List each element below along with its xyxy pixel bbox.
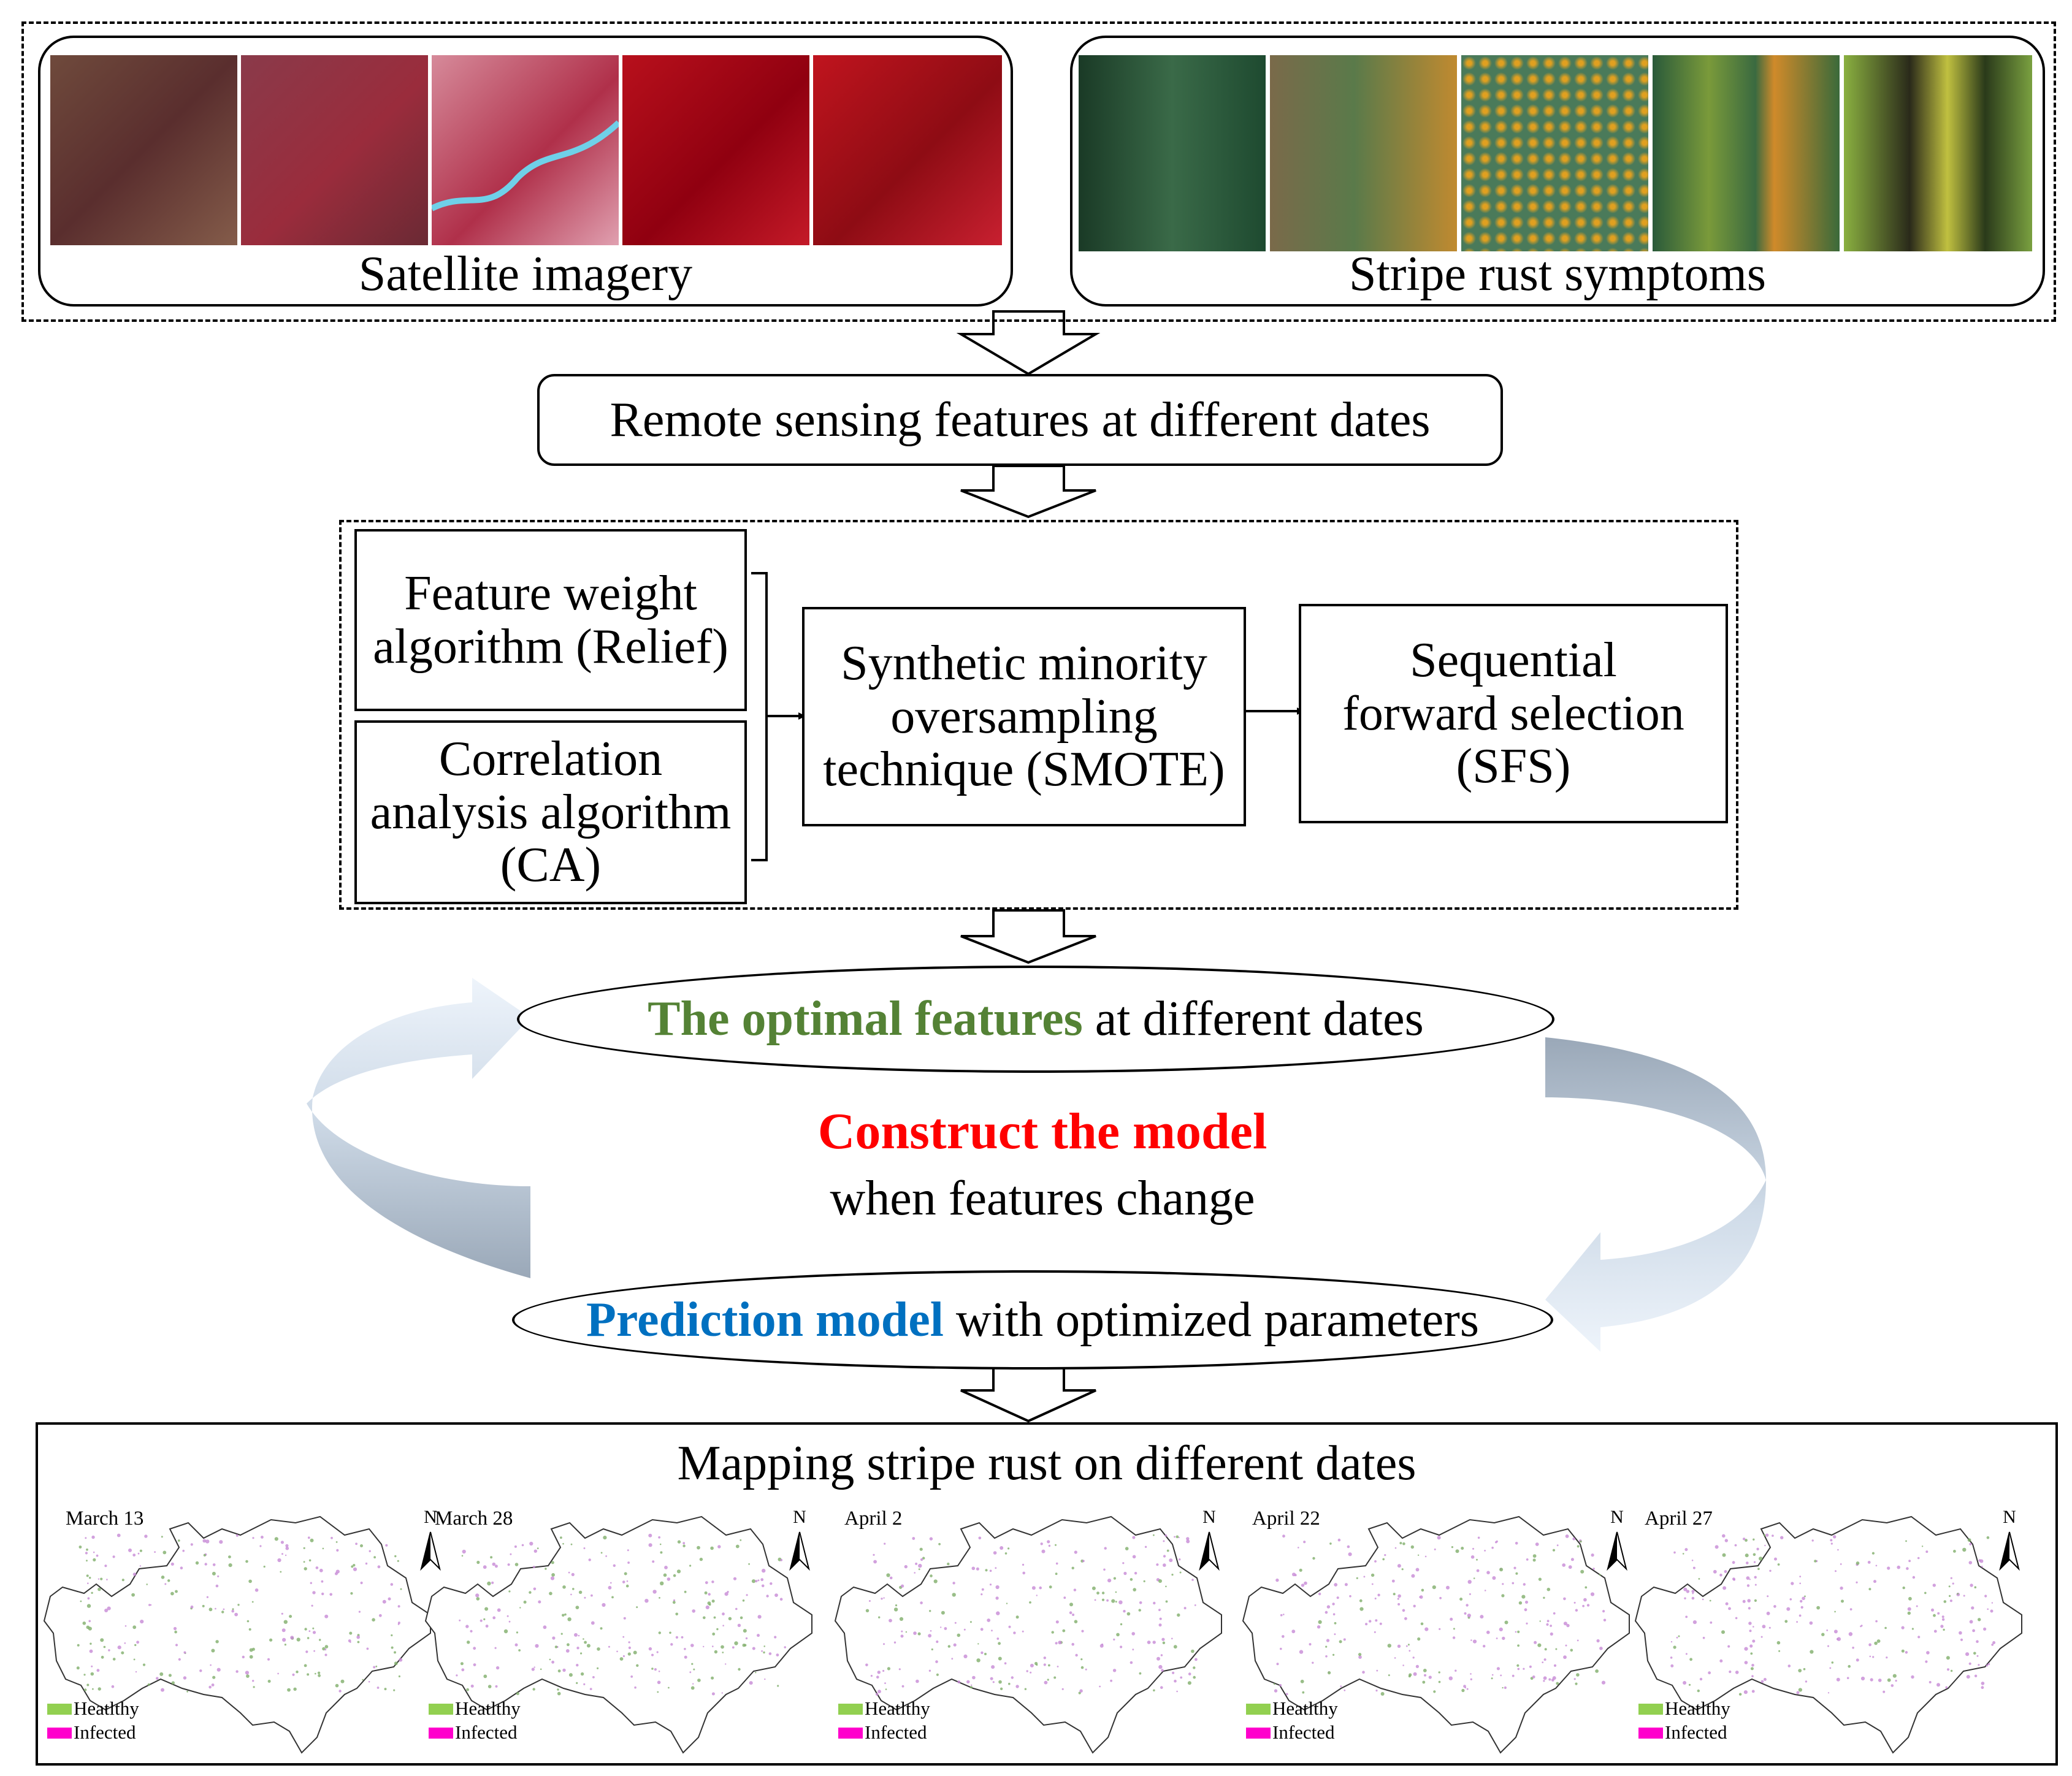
- legend-healthy-label: Heatlthy: [1665, 1698, 1730, 1719]
- legend-healthy-label: Heatlthy: [74, 1698, 139, 1719]
- map-date-label: April 27: [1645, 1507, 1713, 1530]
- optimal-features-highlight: The optimal features: [648, 992, 1083, 1046]
- optimal-features-rest: at different dates: [1095, 992, 1424, 1046]
- sfs-box: Sequential forward selection (SFS): [1299, 604, 1728, 823]
- map-date-label: April 22: [1252, 1507, 1320, 1530]
- legend-healthy-label: Heatlthy: [455, 1698, 521, 1719]
- down-arrow-2: [960, 465, 1096, 519]
- legend-healthy-label: Heatlthy: [865, 1698, 930, 1719]
- prediction-model-rest: with optimized parameters: [955, 1292, 1479, 1347]
- smote-box: Synthetic minority oversampling techniqu…: [802, 607, 1246, 826]
- construct-model-heading: Construct the model: [817, 1102, 1267, 1160]
- north-arrow-icon: N: [1599, 1507, 1635, 1578]
- down-arrow-1: [956, 310, 1101, 376]
- input-data-section: [21, 21, 2056, 322]
- feature-selection-section: [339, 520, 1738, 910]
- legend-healthy-label: Heatlthy: [1272, 1698, 1338, 1719]
- mapping-title: Mapping stripe rust on different dates: [677, 1436, 1416, 1490]
- legend-infected-swatch: [1638, 1728, 1663, 1739]
- map-date-label: March 28: [435, 1507, 513, 1530]
- bracket-connector: [751, 572, 1304, 861]
- map-date-label: April 2: [844, 1507, 903, 1530]
- region-outline: [1634, 1515, 2022, 1754]
- optimal-features-ellipse: The optimal features at different dates: [517, 966, 1554, 1073]
- prediction-model-ellipse: Prediction model with optimized paramete…: [512, 1270, 1553, 1370]
- region-outline: [424, 1515, 812, 1754]
- correlation-analysis-box: Correlation analysis algorithm (CA): [354, 720, 747, 904]
- prediction-model-highlight: Prediction model: [586, 1292, 944, 1347]
- symptom-photo-3: [1461, 55, 1648, 251]
- construct-model-subtext: when features change: [830, 1171, 1255, 1225]
- legend-healthy-swatch: [1246, 1704, 1271, 1715]
- satellite-image-5: [813, 55, 1002, 245]
- legend-infected-label: Infected: [1665, 1721, 1727, 1743]
- legend-infected-label: Infected: [74, 1721, 136, 1743]
- symptoms-panel: Stripe rust symptoms: [1070, 36, 2045, 307]
- mapping-section: Mapping stripe rust on different dates M…: [36, 1422, 2058, 1766]
- legend-infected-swatch: [429, 1728, 453, 1739]
- symptom-photo-1: [1079, 55, 1266, 251]
- legend-healthy-swatch: [47, 1704, 72, 1715]
- stripe-rust-symptoms-label: Stripe rust symptoms: [1348, 246, 1767, 301]
- down-arrow-3: [960, 909, 1096, 964]
- region-map: [1634, 1515, 2022, 1754]
- satellite-imagery-label: Satellite imagery: [358, 246, 693, 301]
- legend-infected-swatch: [1246, 1728, 1271, 1739]
- legend-infected-label: Infected: [1272, 1721, 1335, 1743]
- region-map: [1242, 1515, 1630, 1754]
- region-map: [424, 1515, 812, 1754]
- symptom-photos: [1079, 55, 2032, 251]
- symptom-photo-5: [1844, 55, 2032, 251]
- satellite-thumbnails: [50, 55, 1002, 245]
- symptom-photo-2: [1270, 55, 1457, 251]
- satellite-panel: Satellite imagery: [38, 36, 1013, 307]
- legend-infected-swatch: [838, 1728, 863, 1739]
- cycle-arrow-left: [307, 978, 530, 1278]
- region-map: [43, 1515, 431, 1754]
- legend-infected-swatch: [47, 1728, 72, 1739]
- legend-healthy-swatch: [429, 1704, 453, 1715]
- region-map: [834, 1515, 1222, 1754]
- north-arrow-icon: N: [1991, 1507, 2028, 1578]
- north-arrow-icon: N: [412, 1507, 449, 1578]
- down-arrow-4: [960, 1365, 1096, 1423]
- remote-sensing-features-box: Remote sensing features at different dat…: [537, 374, 1503, 466]
- north-arrow-icon: N: [781, 1507, 818, 1578]
- region-outline: [1242, 1515, 1630, 1754]
- legend-infected-label: Infected: [865, 1721, 927, 1743]
- satellite-image-3: [432, 55, 619, 245]
- cycle-arrow-right: [1545, 1037, 1766, 1352]
- north-arrow-icon: N: [1191, 1507, 1228, 1578]
- satellite-image-4: [622, 55, 809, 245]
- legend-infected-label: Infected: [455, 1721, 518, 1743]
- satellite-image-1: [50, 55, 237, 245]
- region-outline: [43, 1515, 431, 1754]
- satellite-image-2: [241, 55, 428, 245]
- legend-healthy-swatch: [838, 1704, 863, 1715]
- relief-box: Feature weight algorithm (Relief): [354, 529, 747, 711]
- map-date-label: March 13: [66, 1507, 144, 1530]
- legend-healthy-swatch: [1638, 1704, 1663, 1715]
- symptom-photo-4: [1653, 55, 1840, 251]
